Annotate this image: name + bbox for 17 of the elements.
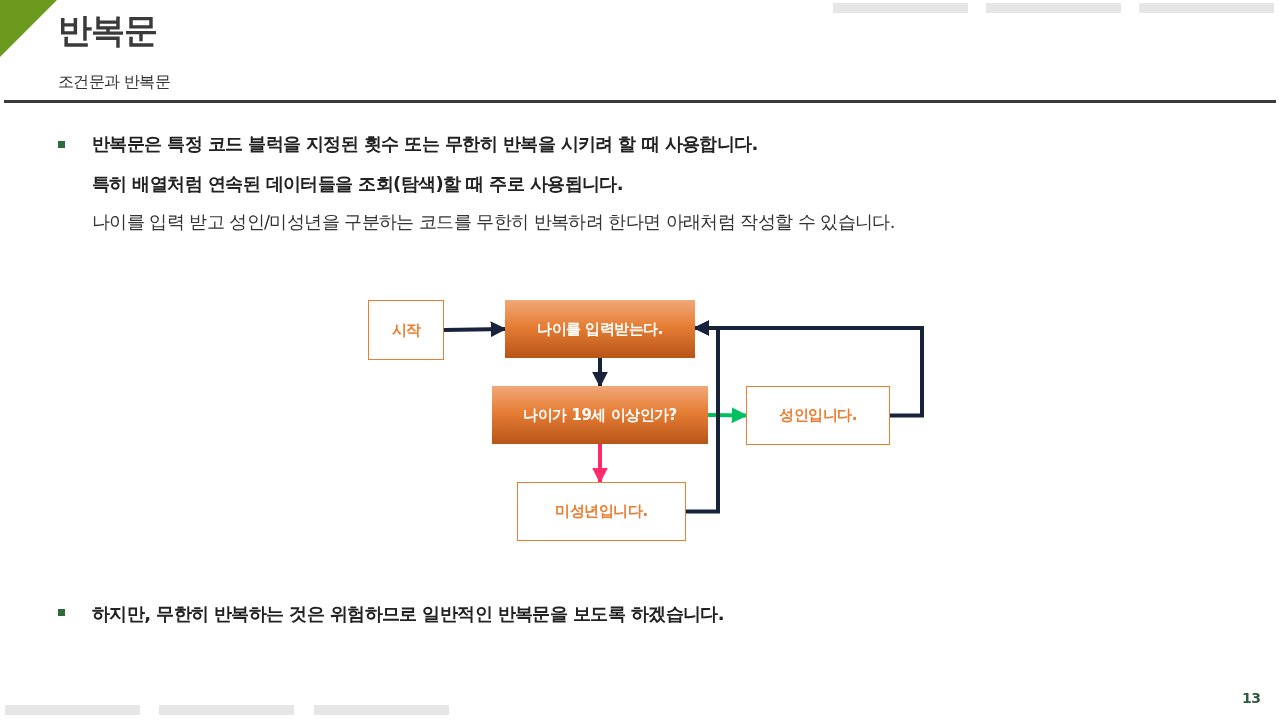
arrow [592, 444, 608, 484]
body-text: 하지만, 무한히 반복하는 것은 위험하므로 일반적인 반복문을 보도록 하겠습니다. [92, 602, 724, 626]
body-text: 반복문은 특정 코드 블럭을 지정된 횟수 또는 무한히 반복을 시키려 할 때 사용합니다. [92, 132, 758, 156]
process-box: 나이를 입력받는다. [505, 300, 695, 358]
arrow [707, 407, 748, 424]
slide-title: 반복문 [58, 9, 157, 52]
output-box: 성인입니다. [746, 386, 890, 445]
output-box: 시작 [368, 300, 444, 360]
arrow [686, 320, 720, 514]
output-box: 미성년입니다. [517, 482, 686, 541]
body-text: 특히 배열처럼 연속된 데이터들을 조회(탐색)할 때 주로 사용됩니다. [92, 172, 623, 196]
page-number: 13 [1242, 690, 1261, 706]
arrow [592, 358, 608, 388]
process-box: 나이가 19세 이상인가? [492, 386, 708, 444]
body-text: 나이를 입력 받고 성인/미성년을 구분하는 코드를 무한히 반복하려 한다면 아래처럼 작성할 수 있습니다. [92, 210, 895, 234]
arrow [443, 321, 507, 338]
subtitle: 조건문과 반복문 [58, 72, 171, 93]
